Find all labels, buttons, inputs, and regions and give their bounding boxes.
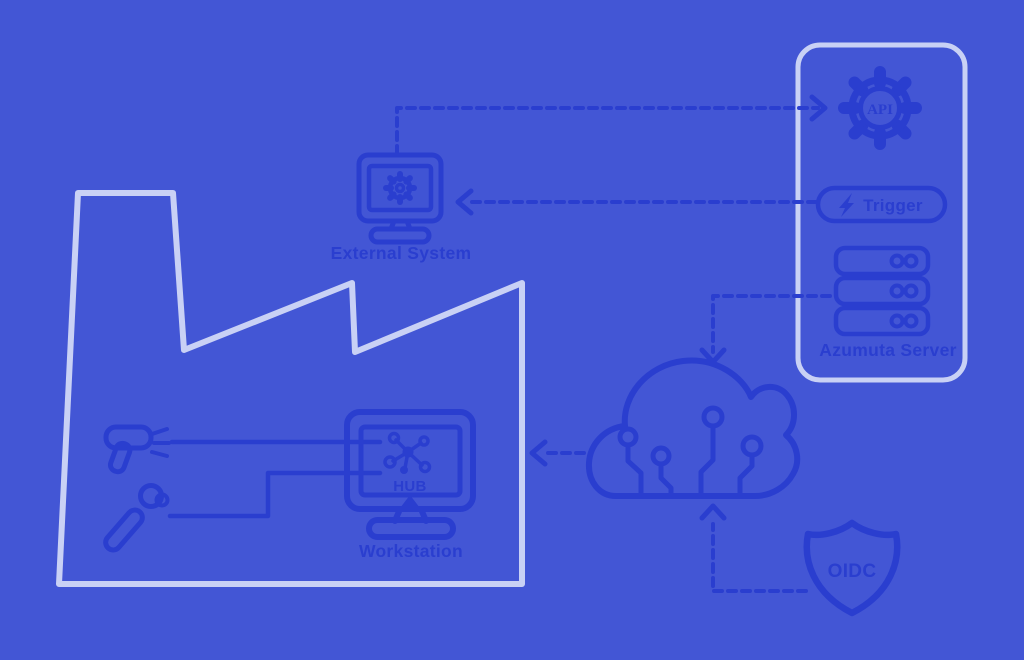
monitor-screen — [366, 163, 434, 213]
arrowhead-right-icon — [809, 94, 828, 122]
server-label: Azumuta Server — [819, 340, 956, 360]
barcode-scanner-icon — [103, 424, 171, 475]
external-system-monitor-icon: External System — [331, 152, 472, 263]
upload-triangle-icon — [397, 495, 423, 512]
external-system-label: External System — [331, 243, 472, 263]
oidc-label: OIDC — [828, 561, 877, 582]
arrowhead-left2-icon — [529, 439, 548, 467]
workstation-monitor-icon: HUB Workstation — [344, 409, 476, 561]
hub-node — [387, 431, 401, 445]
small-gear-body — [387, 175, 413, 201]
hub-node — [418, 460, 432, 474]
factory-outline-icon — [56, 190, 525, 587]
connection-arrows — [395, 94, 832, 593]
ratchet-ring — [154, 492, 170, 508]
oidc-shield-icon: OIDC — [803, 519, 901, 617]
cloud-shape — [585, 357, 801, 499]
screen-gear-icon — [383, 171, 417, 205]
oidc-to-cloud-arrow — [711, 522, 808, 593]
api-gear-icon: API — [838, 66, 922, 150]
factory-shape — [56, 190, 525, 587]
hub-icon — [383, 431, 432, 474]
scan-beam-lines — [150, 427, 171, 458]
trigger-label: Trigger — [863, 196, 923, 215]
gear-inner-ring — [858, 86, 902, 130]
tool-connector-line — [167, 470, 383, 519]
hub-node — [383, 455, 397, 469]
external-to-api-arrow — [395, 106, 820, 156]
monitor-base — [368, 226, 432, 245]
ratchet-tool-icon — [103, 483, 170, 553]
ratchet-handle — [103, 507, 145, 553]
arrowhead-up-icon — [699, 503, 727, 521]
server-to-cloud-arrow — [711, 294, 832, 354]
hub-label: HUB — [393, 478, 426, 495]
arrowhead-left-icon — [455, 188, 474, 216]
server-indicator-lights — [889, 253, 919, 329]
cloud-circuit-icon — [585, 357, 801, 499]
server-stack-icon: Azumuta Server — [819, 245, 956, 360]
workstation-base — [366, 517, 456, 540]
hub-node-filled — [400, 466, 408, 474]
server-row — [833, 305, 931, 337]
hub-center-node — [402, 446, 414, 458]
lightning-bolt-icon — [839, 193, 854, 217]
server-row — [833, 275, 931, 307]
shield-shape — [803, 519, 901, 617]
api-label: API — [867, 102, 893, 118]
monitor-frame — [356, 152, 444, 224]
trigger-pill — [815, 185, 948, 224]
server-panel — [795, 42, 968, 383]
workstation-label: Workstation — [359, 541, 463, 561]
trigger-button: Trigger — [815, 185, 948, 224]
gear-body — [848, 76, 912, 140]
scanner-handle — [107, 440, 133, 475]
server-row — [833, 245, 931, 277]
circuit-traces — [617, 405, 764, 496]
hub-node — [418, 435, 430, 447]
small-gear-hub — [394, 182, 406, 194]
workstation-screen — [358, 424, 463, 498]
